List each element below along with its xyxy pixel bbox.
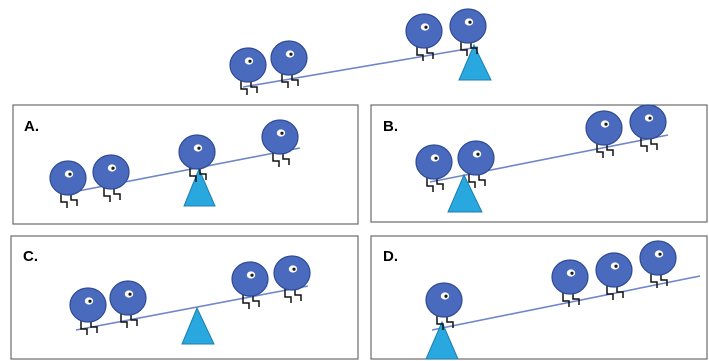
option-b-panel[interactable]: B. bbox=[370, 104, 708, 223]
option-label: A. bbox=[24, 118, 39, 135]
creature-icon bbox=[229, 47, 267, 96]
question-seesaw bbox=[229, 8, 492, 96]
fulcrum-icon bbox=[447, 173, 483, 213]
option-d-panel[interactable]: D. bbox=[370, 235, 708, 360]
option-label: B. bbox=[383, 118, 398, 135]
option-c-panel[interactable]: C. bbox=[10, 235, 359, 360]
fulcrum-icon bbox=[458, 43, 492, 81]
option-label: C. bbox=[23, 248, 38, 265]
fulcrum-icon bbox=[181, 306, 215, 345]
seesaw-beam bbox=[431, 275, 701, 331]
fulcrum-icon bbox=[183, 167, 216, 207]
option-label: D. bbox=[383, 248, 398, 265]
fulcrum-icon bbox=[425, 320, 459, 360]
seesaw-beam bbox=[75, 285, 309, 331]
option-a-panel[interactable]: A. bbox=[12, 104, 359, 225]
